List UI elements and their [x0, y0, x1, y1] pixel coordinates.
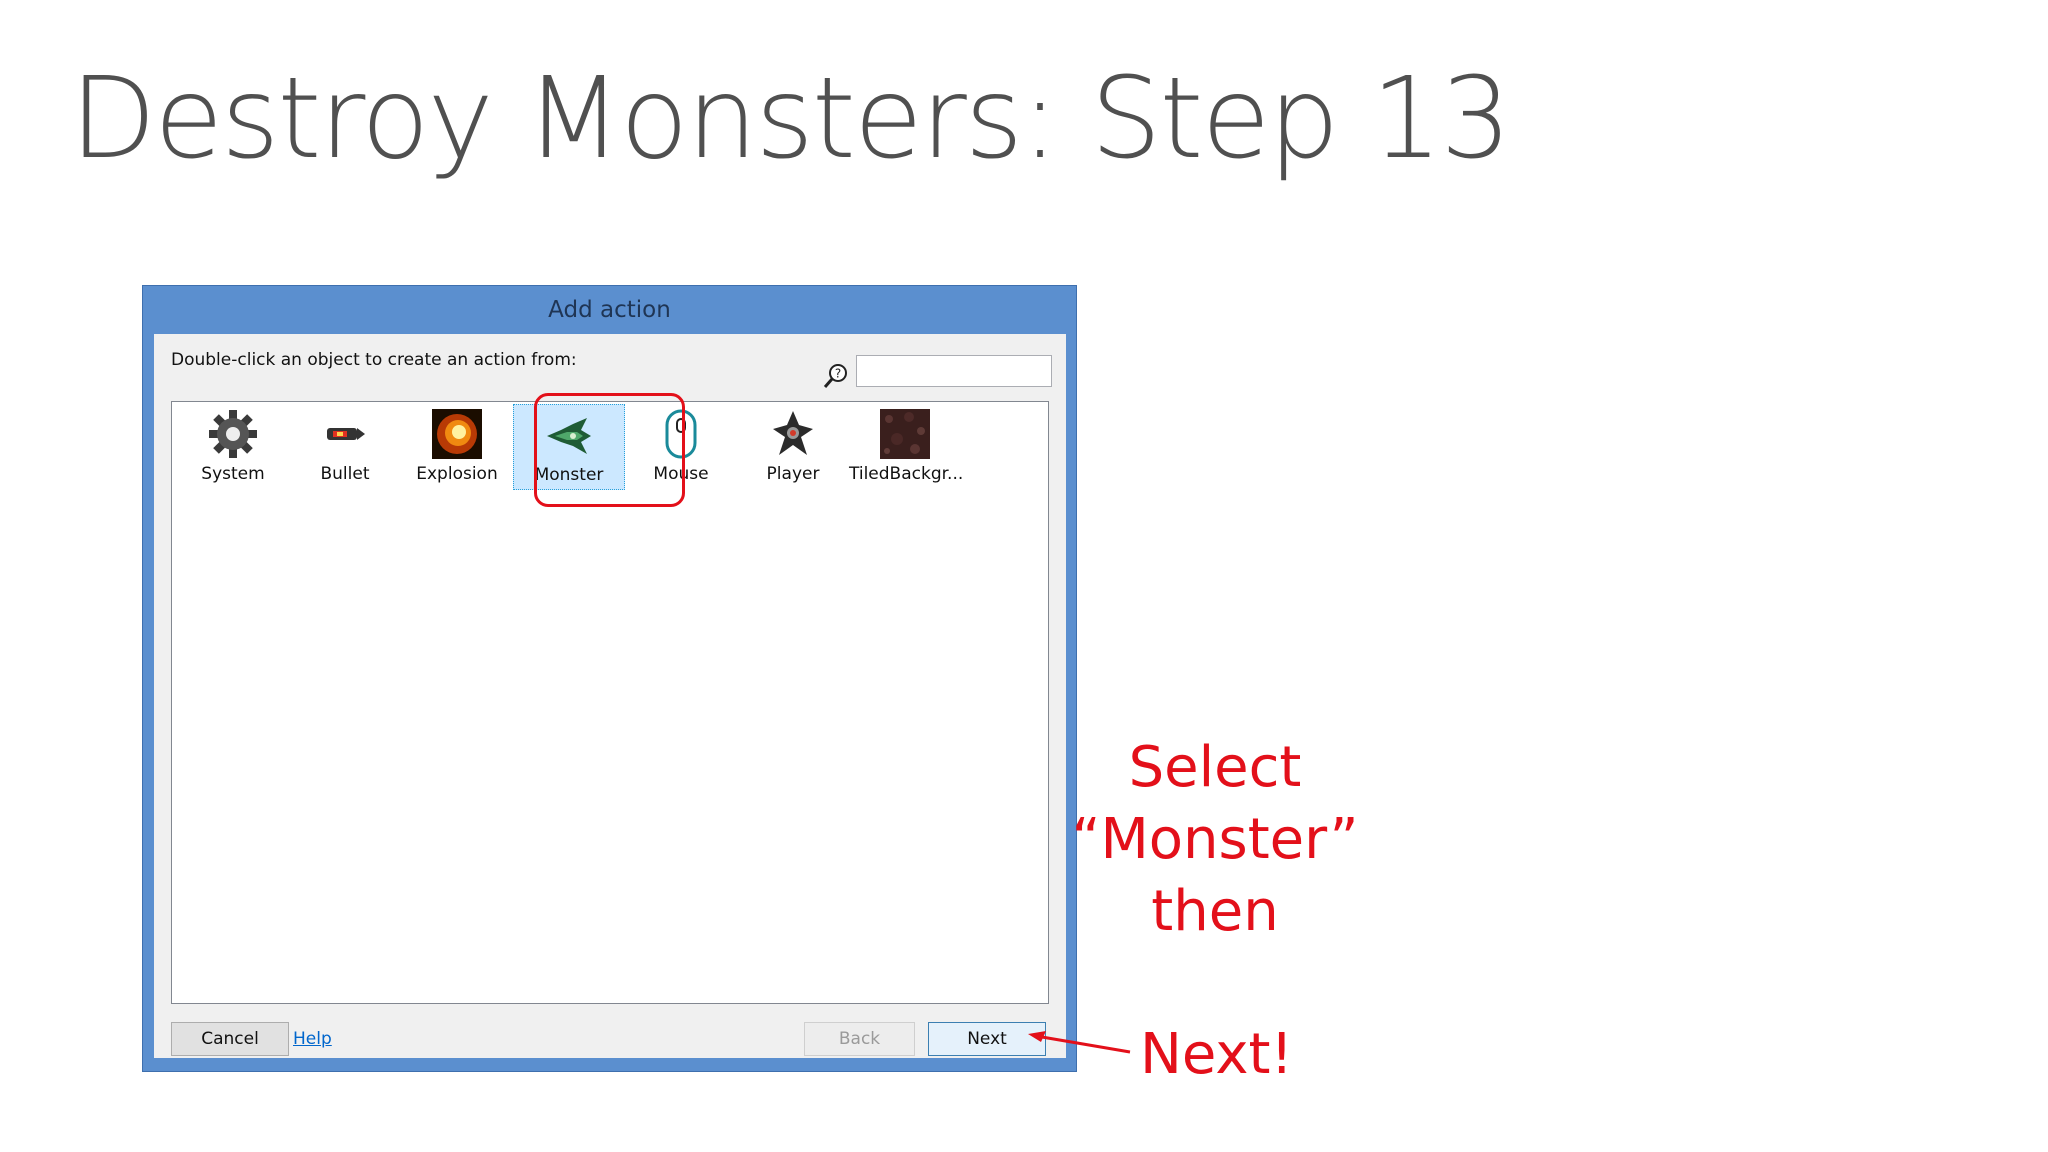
- monster-highlight-outline: [534, 393, 685, 507]
- monster-icon: [547, 418, 591, 454]
- object-item-monster[interactable]: Monster: [513, 404, 625, 490]
- object-item-player[interactable]: Player: [737, 404, 849, 490]
- svg-text:?: ?: [835, 367, 841, 381]
- next-button[interactable]: Next: [928, 1022, 1046, 1056]
- dialog-body: Double-click an object to create an acti…: [154, 334, 1066, 1058]
- annotation-line: “Monster”: [1071, 807, 1359, 872]
- player-icon: [773, 411, 813, 455]
- object-list: System Bullet Explosion: [171, 401, 1049, 1004]
- search-help-icon[interactable]: ?: [822, 362, 850, 390]
- object-item-mouse[interactable]: Mouse: [625, 404, 737, 490]
- gear-icon: [209, 410, 257, 458]
- dialog-title: Add action: [548, 297, 671, 323]
- object-item-explosion[interactable]: Explosion: [401, 404, 513, 490]
- tiled-background-icon: [880, 409, 930, 459]
- object-label: System: [201, 464, 265, 484]
- search-input[interactable]: [856, 355, 1052, 387]
- object-label: Mouse: [653, 464, 709, 484]
- explosion-icon: [432, 409, 482, 459]
- instruction-text: Double-click an object to create an acti…: [171, 350, 577, 370]
- cancel-button[interactable]: Cancel: [171, 1022, 289, 1056]
- mouse-icon: [665, 409, 697, 459]
- annotation-line: then: [1151, 879, 1279, 944]
- object-item-bullet[interactable]: Bullet: [289, 404, 401, 490]
- add-action-dialog: Add action Double-click an object to cre…: [142, 285, 1077, 1072]
- bullet-icon: [327, 428, 365, 440]
- object-item-tiled-background[interactable]: TiledBackgr...: [849, 404, 964, 490]
- select-monster-annotation: Select “Monster” then: [1070, 732, 1360, 948]
- help-link[interactable]: Help: [293, 1029, 332, 1049]
- object-label: Monster: [534, 465, 604, 485]
- object-label: TiledBackgr...: [849, 464, 964, 484]
- annotation-line: Select: [1128, 735, 1302, 800]
- next-annotation: Next!: [1140, 1022, 1293, 1087]
- object-item-system[interactable]: System: [177, 404, 289, 490]
- back-button[interactable]: Back: [804, 1022, 915, 1056]
- arrow-to-next-icon: [1028, 1031, 1131, 1054]
- object-label: Player: [766, 464, 820, 484]
- object-label: Explosion: [416, 464, 498, 484]
- slide-title: Destroy Monsters: Step 13: [70, 54, 1512, 184]
- object-label: Bullet: [320, 464, 370, 484]
